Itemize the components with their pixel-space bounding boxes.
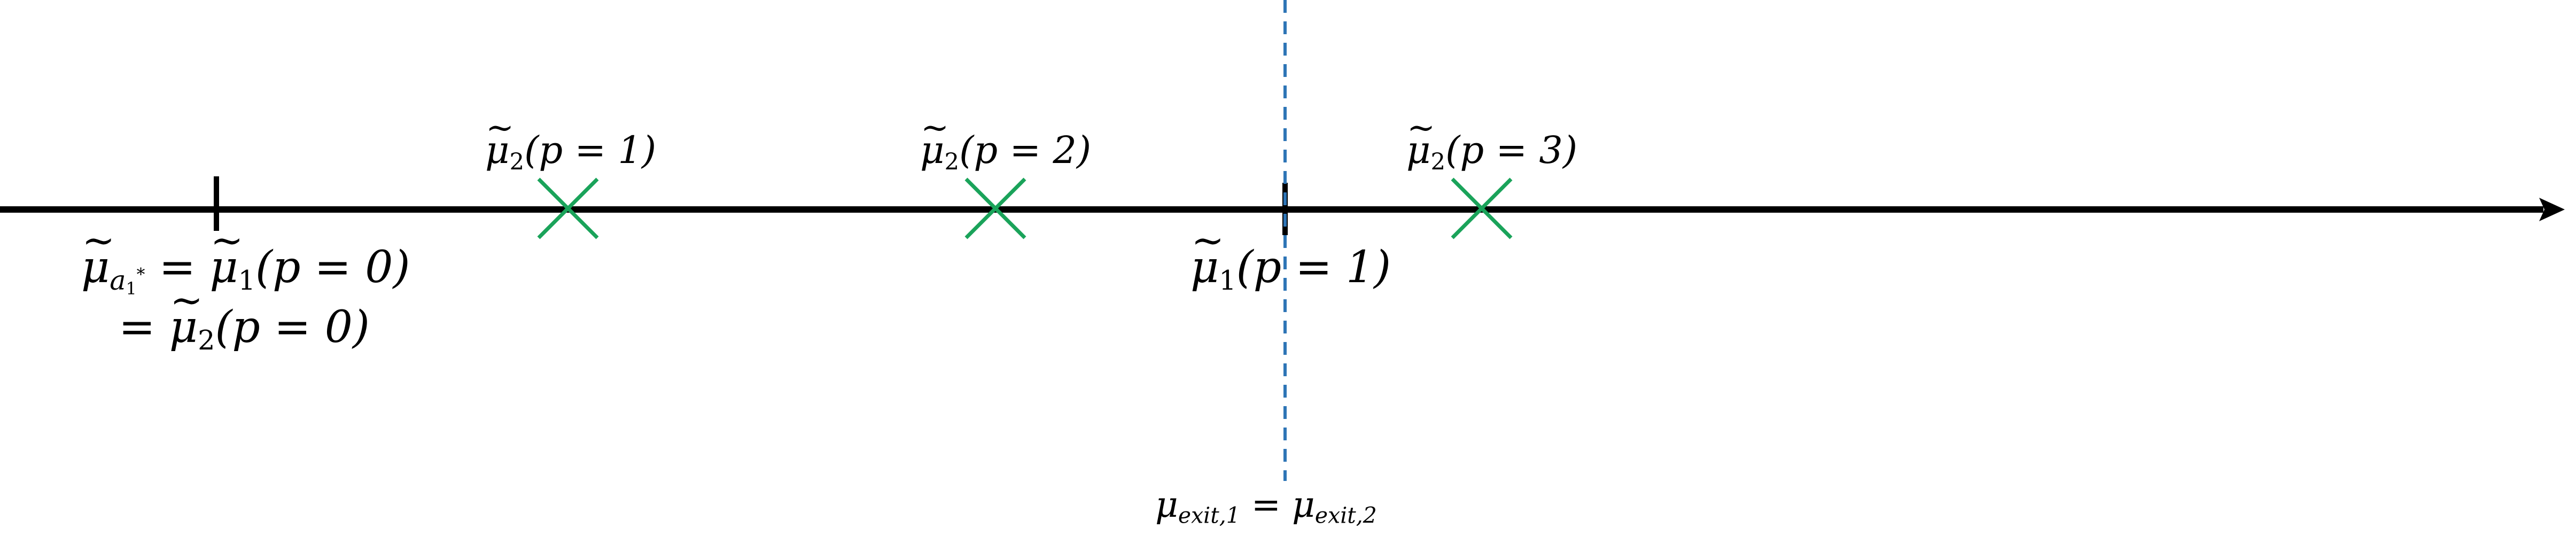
label-mu-exit: μexit,1 = μexit,2 [1155,484,1377,529]
axis-arrowhead [2539,198,2565,221]
cross-marker-mu2-p1 [537,177,599,239]
cross-marker-mu2-p2 [964,177,1026,239]
label-mu1-p1: μ1(p = 1) [1190,221,1391,294]
label-mu2-p1: μ2(p = 1) [485,111,656,174]
cross-marker-mu2-p3 [1451,177,1513,239]
label-mu2-p3: μ2(p = 3) [1406,111,1577,174]
label-mu2-p2: μ2(p = 2) [920,111,1091,174]
label-equals-mu2-p0: = μ2(p = 0) [119,281,370,354]
label-mu-astar-equals-mu1-p0: μa1* = μ1(p = 0) [81,221,410,298]
